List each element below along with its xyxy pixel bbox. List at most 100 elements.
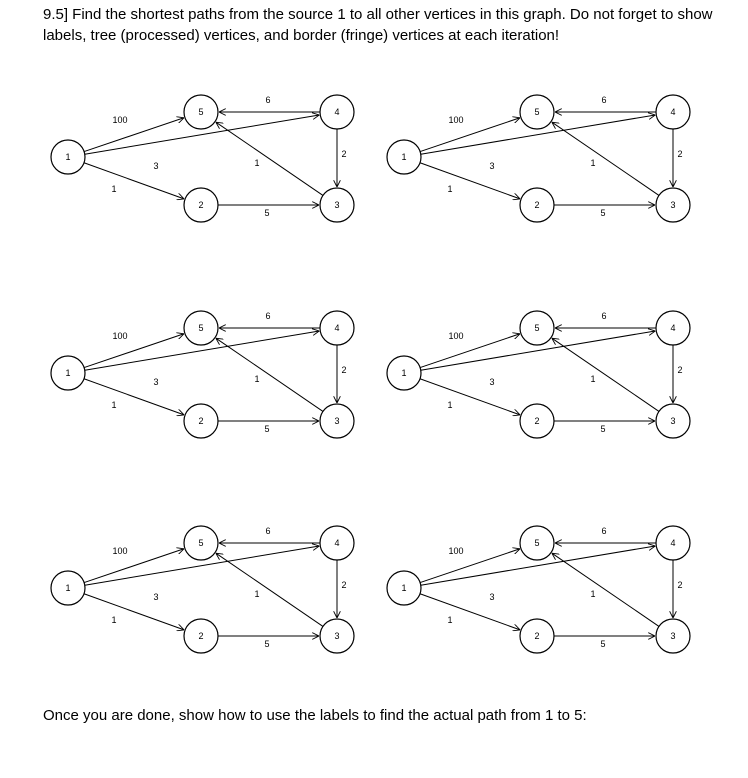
edge-weight-1-5: 100: [112, 331, 127, 341]
vertex-label-3: 3: [334, 200, 339, 210]
edge-weight-1-4: 3: [489, 377, 494, 387]
vertex-label-1: 1: [65, 368, 70, 378]
edge-weight-1-2: 1: [111, 400, 116, 410]
vertex-3: [655, 403, 691, 439]
edge-weight-1-5: 100: [112, 546, 127, 556]
edge-weight-1-5: 100: [448, 115, 463, 125]
vertex-3: [319, 187, 355, 223]
vertex-1: [386, 570, 422, 606]
edge-weight-1-5: 100: [112, 115, 127, 125]
edge-weight-4-3: 2: [677, 365, 682, 375]
edge-weight-2-3: 5: [600, 424, 605, 434]
edge-3-5: [216, 553, 324, 627]
vertex-4: [655, 310, 691, 346]
edge-weight-3-5: 1: [590, 589, 595, 599]
edge-1-4: [420, 331, 655, 371]
edge-1-5: [419, 118, 520, 153]
vertex-4: [319, 310, 355, 346]
edge-weight-4-5: 6: [601, 526, 606, 536]
edge-weight-1-2: 1: [111, 184, 116, 194]
vertex-4: [655, 94, 691, 130]
edge-1-5: [83, 334, 184, 369]
vertex-2: [183, 187, 219, 223]
vertex-label-4: 4: [334, 323, 339, 333]
edge-1-5: [83, 549, 184, 584]
edge-1-4: [84, 331, 319, 371]
edge-1-2: [419, 162, 520, 199]
edge-weight-4-5: 6: [265, 95, 270, 105]
vertex-2: [519, 187, 555, 223]
edge-weight-1-4: 3: [489, 161, 494, 171]
vertex-label-2: 2: [534, 416, 539, 426]
vertex-label-2: 2: [534, 631, 539, 641]
vertex-1: [386, 355, 422, 391]
edge-weight-4-5: 6: [265, 526, 270, 536]
vertex-label-1: 1: [401, 152, 406, 162]
edge-1-5: [83, 118, 184, 153]
vertex-label-5: 5: [534, 107, 539, 117]
vertex-label-1: 1: [65, 152, 70, 162]
vertex-5: [519, 525, 555, 561]
vertex-label-4: 4: [334, 107, 339, 117]
vertex-5: [183, 525, 219, 561]
vertex-3: [319, 618, 355, 654]
edge-weight-1-2: 1: [111, 615, 116, 625]
vertex-5: [183, 310, 219, 346]
vertex-2: [519, 618, 555, 654]
edge-weight-3-5: 1: [590, 374, 595, 384]
edge-3-5: [552, 553, 660, 627]
vertex-1: [50, 139, 86, 175]
vertex-label-3: 3: [670, 200, 675, 210]
vertex-4: [319, 525, 355, 561]
vertex-1: [50, 570, 86, 606]
edge-1-4: [420, 115, 655, 155]
edge-weight-2-3: 5: [264, 639, 269, 649]
edge-3-5: [216, 122, 324, 196]
vertex-label-5: 5: [534, 323, 539, 333]
vertex-4: [655, 525, 691, 561]
vertex-label-4: 4: [334, 538, 339, 548]
vertex-label-4: 4: [670, 323, 675, 333]
edge-1-5: [419, 549, 520, 584]
vertex-label-5: 5: [198, 538, 203, 548]
edge-weight-4-5: 6: [601, 95, 606, 105]
edge-weight-1-4: 3: [489, 592, 494, 602]
edge-weight-3-5: 1: [590, 158, 595, 168]
edge-3-5: [552, 338, 660, 412]
vertex-1: [386, 139, 422, 175]
edge-weight-4-3: 2: [341, 365, 346, 375]
edge-weight-4-3: 2: [341, 149, 346, 159]
vertex-label-1: 1: [65, 583, 70, 593]
vertex-4: [319, 94, 355, 130]
vertex-1: [50, 355, 86, 391]
vertex-label-5: 5: [198, 107, 203, 117]
vertex-3: [655, 187, 691, 223]
edge-1-2: [419, 593, 520, 630]
question-text: 9.5] Find the shortest paths from the so…: [43, 6, 713, 44]
vertex-label-2: 2: [198, 416, 203, 426]
vertex-5: [183, 94, 219, 130]
vertex-label-3: 3: [334, 416, 339, 426]
vertex-label-3: 3: [334, 631, 339, 641]
edge-weight-4-5: 6: [265, 311, 270, 321]
footer-text: Once you are done, show how to use the l…: [43, 707, 587, 724]
edge-weight-3-5: 1: [254, 158, 259, 168]
edge-1-4: [84, 115, 319, 155]
vertex-label-2: 2: [534, 200, 539, 210]
edge-weight-1-2: 1: [447, 615, 452, 625]
edge-1-2: [419, 378, 520, 415]
edge-weight-4-3: 2: [341, 580, 346, 590]
edge-weight-4-3: 2: [677, 580, 682, 590]
edge-weight-1-4: 3: [153, 161, 158, 171]
edge-weight-1-4: 3: [153, 377, 158, 387]
edge-weight-2-3: 5: [600, 639, 605, 649]
vertex-3: [319, 403, 355, 439]
vertex-label-3: 3: [670, 416, 675, 426]
edge-1-5: [419, 334, 520, 369]
edge-1-2: [83, 593, 184, 630]
edge-weight-2-3: 5: [264, 424, 269, 434]
vertex-label-2: 2: [198, 631, 203, 641]
edge-weight-1-5: 100: [448, 546, 463, 556]
